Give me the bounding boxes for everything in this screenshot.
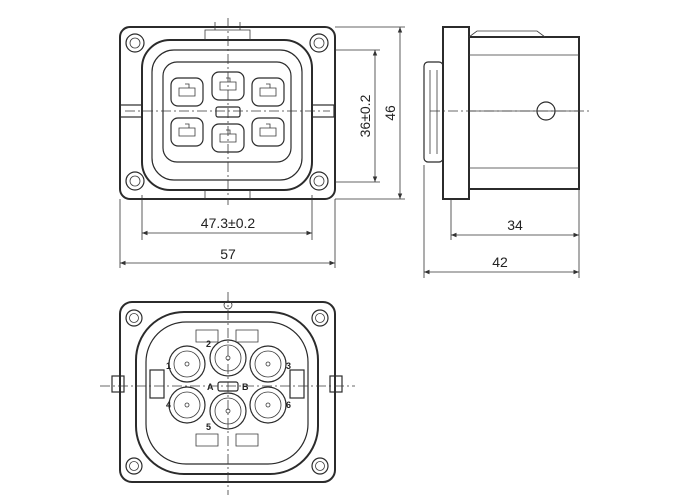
rear-housing — [135, 311, 319, 475]
side-dimensions — [423, 165, 580, 278]
rear-mounting-holes — [125, 309, 329, 475]
front-dimensions — [119, 26, 405, 268]
pin-label-2: 2 — [206, 339, 211, 349]
pin-label-1: 1 — [166, 361, 171, 371]
pin-label-3: 3 — [286, 361, 291, 371]
dim-side-depth-inner: 34 — [507, 217, 523, 233]
dim-outer-height: 46 — [382, 105, 398, 121]
dim-outer-width: 57 — [220, 246, 236, 262]
rear-pin-circles — [168, 339, 287, 430]
front-bottom-tab — [204, 190, 251, 199]
side-front-nose — [423, 61, 444, 163]
front-housing-inner — [151, 49, 303, 181]
side-body — [468, 36, 580, 190]
front-mounting-holes — [125, 33, 329, 191]
pin-label-4: 4 — [166, 400, 171, 410]
rear-centerlines — [100, 292, 355, 495]
front-latch-left — [119, 104, 143, 118]
side-flange — [442, 26, 470, 200]
side-body-ribs — [469, 54, 579, 169]
dim-inner-width: 47.3±0.2 — [201, 215, 256, 231]
front-top-tab — [204, 22, 251, 40]
rear-insert-tabs — [195, 329, 259, 447]
front-insert — [162, 61, 292, 163]
front-contact-cavities — [170, 71, 285, 153]
polarity-label-a: A — [207, 382, 214, 392]
rear-housing-inner — [145, 321, 309, 465]
dim-inner-height: 36±0.2 — [357, 94, 373, 137]
rear-latch-right — [329, 375, 343, 393]
pin-label-6: 6 — [286, 400, 291, 410]
front-centerlines — [125, 18, 330, 205]
rear-latch-left — [111, 375, 125, 393]
rear-flange — [119, 301, 336, 483]
pin-label-5: 5 — [206, 422, 211, 432]
side-view — [423, 26, 590, 200]
front-view — [119, 18, 336, 205]
side-latch-pin — [536, 101, 556, 121]
dim-side-depth-outer: 42 — [492, 254, 508, 270]
polarity-label-b: B — [242, 382, 249, 392]
rear-view — [100, 292, 355, 495]
